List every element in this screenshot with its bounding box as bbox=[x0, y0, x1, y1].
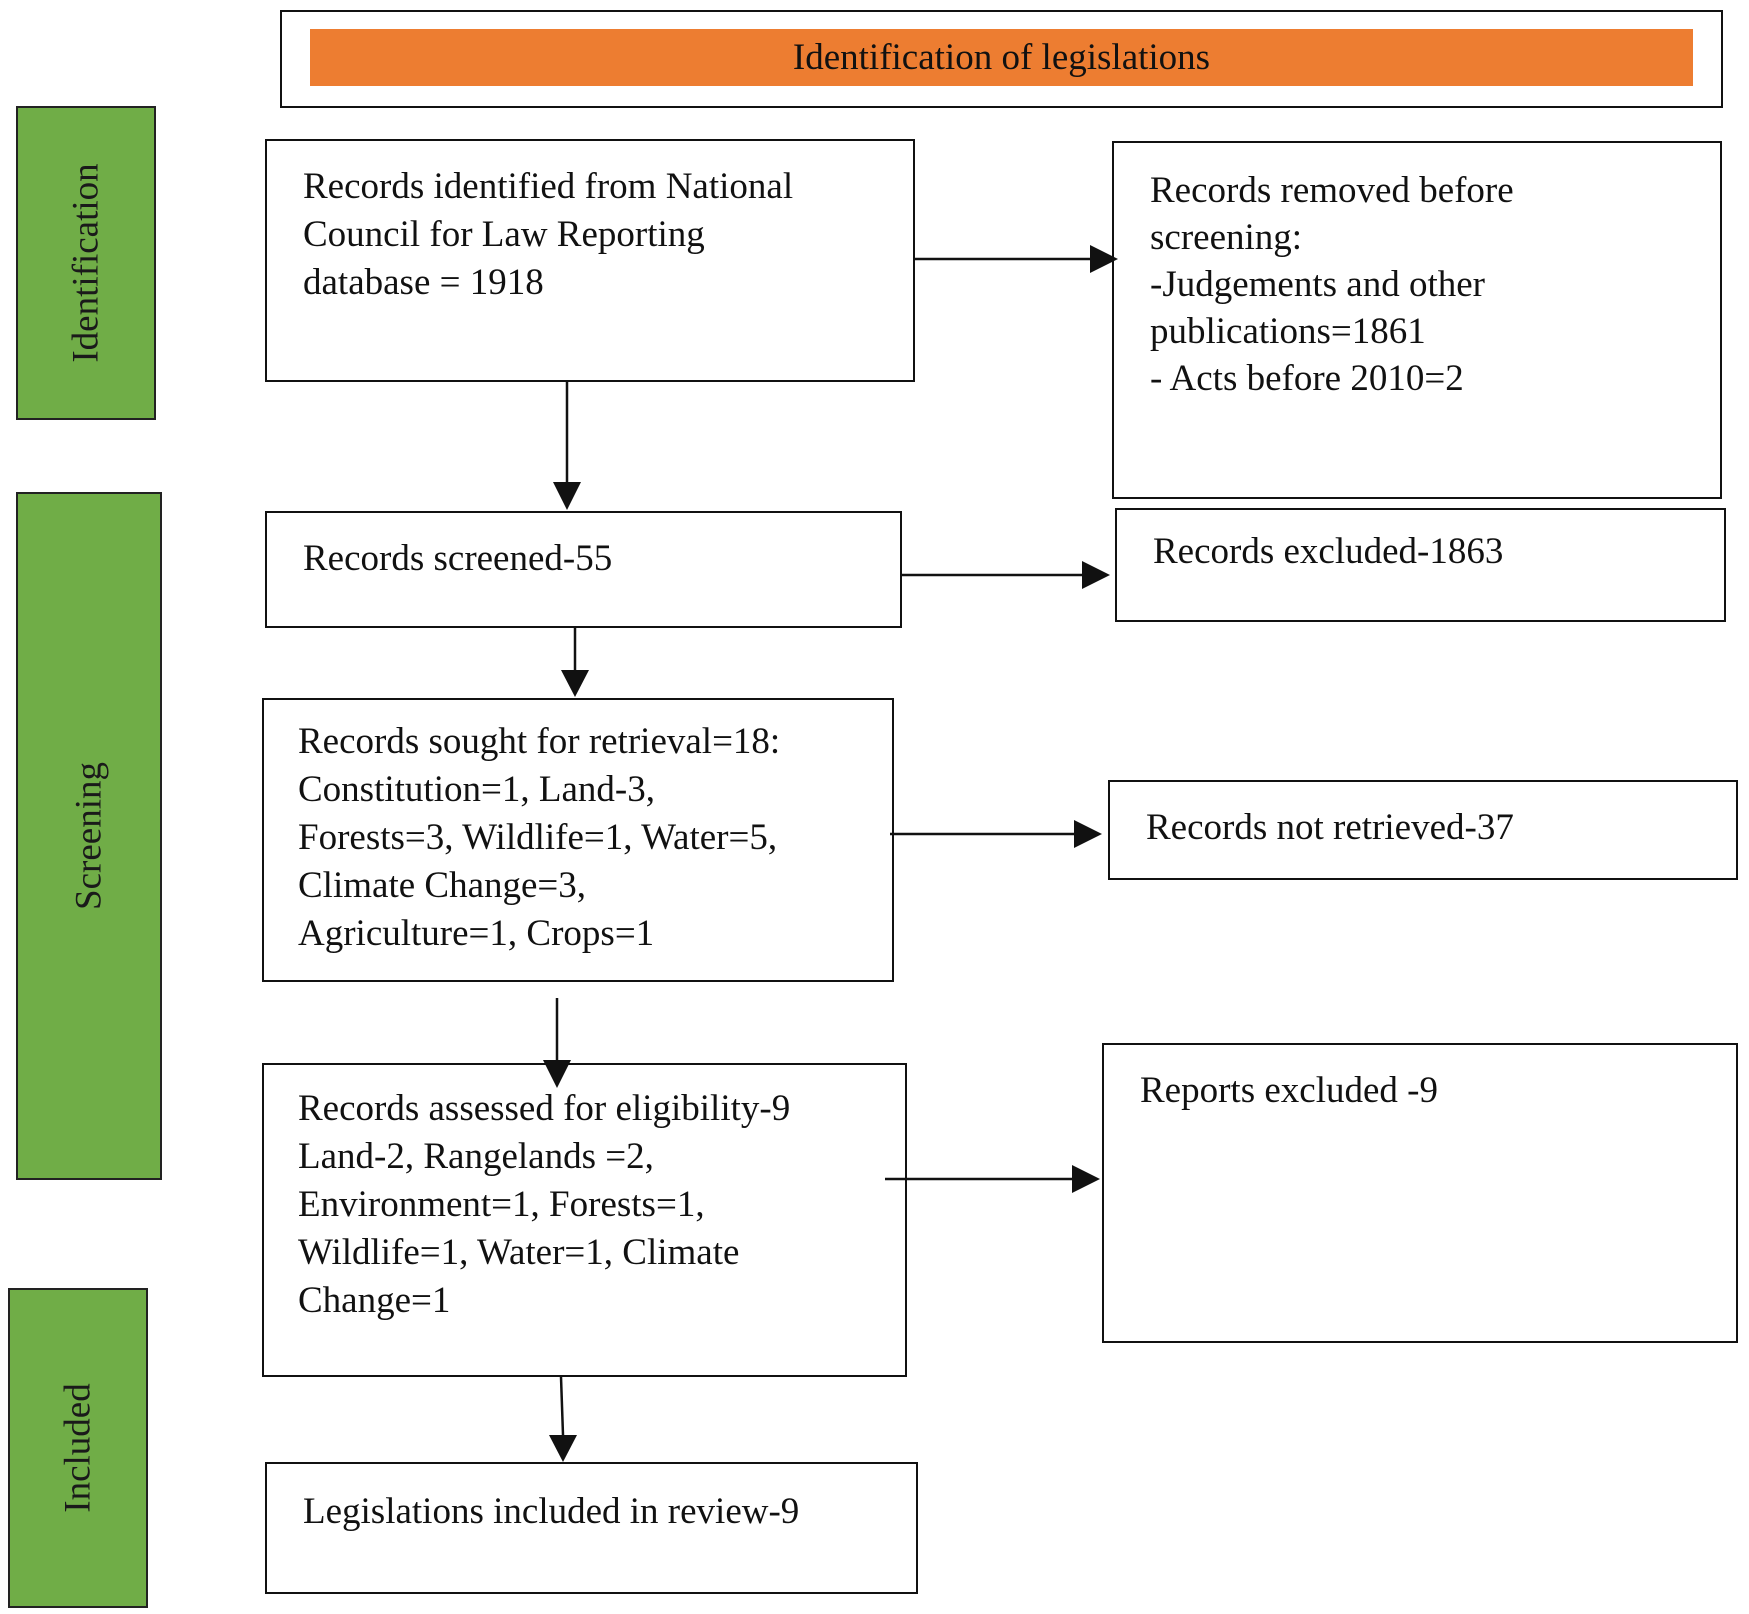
box-legislations-included: Legislations included in review-9 bbox=[265, 1462, 918, 1594]
box-records-excluded: Records excluded-1863 bbox=[1115, 508, 1726, 622]
box-records-assessed-text: Records assessed for eligibility-9 Land-… bbox=[298, 1088, 791, 1321]
box-records-removed-text: Records removed before screening: -Judge… bbox=[1150, 170, 1514, 399]
arrowhead-screened-to-sought bbox=[561, 670, 589, 697]
box-records-not-retrieved: Records not retrieved-37 bbox=[1108, 780, 1738, 880]
box-records-sought-text: Records sought for retrieval=18: Constit… bbox=[298, 721, 781, 954]
box-legislations-included-text: Legislations included in review-9 bbox=[303, 1491, 800, 1532]
arrowhead-identified-to-removed bbox=[1090, 245, 1118, 273]
arrowhead-assessed-to-included bbox=[549, 1435, 577, 1462]
box-records-assessed: Records assessed for eligibility-9 Land-… bbox=[262, 1063, 907, 1377]
header-title: Identification of legislations bbox=[310, 29, 1693, 86]
box-records-removed: Records removed before screening: -Judge… bbox=[1112, 141, 1722, 499]
box-records-screened: Records screened-55 bbox=[265, 511, 902, 628]
box-reports-excluded: Reports excluded -9 bbox=[1102, 1043, 1738, 1343]
arrowhead-identified-to-screened bbox=[553, 482, 581, 510]
box-records-not-retrieved-text: Records not retrieved-37 bbox=[1146, 807, 1514, 848]
box-records-identified: Records identified from National Council… bbox=[265, 139, 915, 382]
box-records-identified-text: Records identified from National Council… bbox=[303, 166, 794, 303]
box-records-screened-text: Records screened-55 bbox=[303, 538, 613, 579]
box-records-sought: Records sought for retrieval=18: Constit… bbox=[262, 698, 894, 982]
stage-identification: Identification bbox=[16, 106, 156, 420]
arrow-assessed-to-included bbox=[559, 1376, 565, 1436]
header-frame: Identification of legislations bbox=[280, 10, 1723, 108]
box-reports-excluded-text: Reports excluded -9 bbox=[1140, 1070, 1438, 1111]
box-records-excluded-text: Records excluded-1863 bbox=[1153, 531, 1504, 572]
stage-screening: Screening bbox=[16, 492, 162, 1180]
stage-included: Included bbox=[8, 1288, 148, 1608]
arrowhead-sought-to-not-retrieved bbox=[1074, 820, 1102, 848]
arrowhead-sought-to-assessed bbox=[543, 1060, 571, 1088]
arrowhead-screened-to-excluded bbox=[1082, 561, 1110, 589]
arrowhead-assessed-to-reports-excluded bbox=[1072, 1165, 1100, 1193]
